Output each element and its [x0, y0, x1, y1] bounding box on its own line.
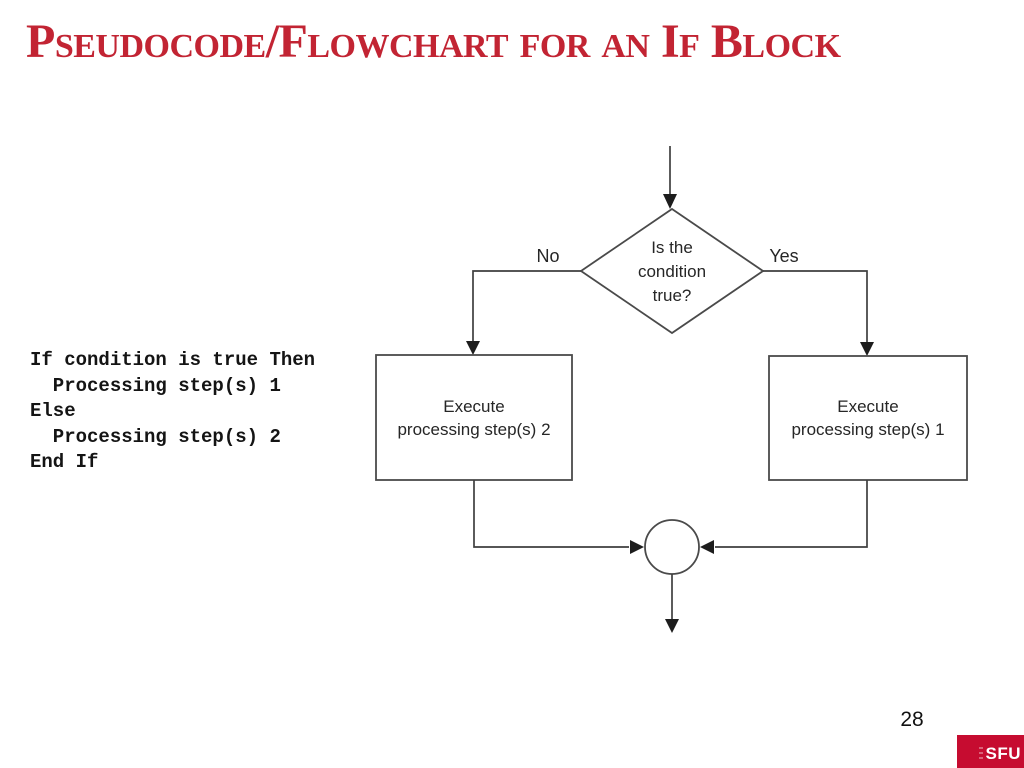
page-number: 28 [900, 708, 924, 731]
sfu-logo: SFU [957, 735, 1024, 768]
process-box-yes-label: Execute processing step(s) 1 [791, 397, 945, 439]
left-merge-line [473, 480, 629, 548]
connector-circle [644, 519, 700, 575]
slide-title: Pseudocode/Flowchart for an If Block [26, 15, 841, 68]
pseudocode-block: If condition is true Then Processing ste… [30, 349, 316, 473]
entry-arrowhead-icon [663, 194, 677, 209]
process-box-no-label: Execute processing step(s) 2 [397, 396, 551, 439]
exit-arrowhead-icon [665, 619, 679, 633]
yes-branch-arrowhead-icon [860, 342, 874, 356]
no-branch-arrowhead-icon [466, 341, 480, 355]
branch-label-no: No [536, 246, 560, 266]
right-merge-line [715, 480, 868, 548]
no-branch-line [472, 270, 581, 341]
decision-label: Is the condition true? [637, 238, 707, 305]
yes-branch-line [763, 270, 868, 342]
right-merge-arrowhead-icon [700, 540, 714, 554]
sfu-logo-dots-icon [978, 746, 983, 761]
decision-diamond [579, 207, 765, 335]
left-merge-arrowhead-icon [630, 540, 644, 554]
process-box-yes [768, 355, 968, 481]
branch-label-yes: Yes [769, 246, 799, 266]
sfu-logo-text: SFU [985, 743, 1021, 763]
